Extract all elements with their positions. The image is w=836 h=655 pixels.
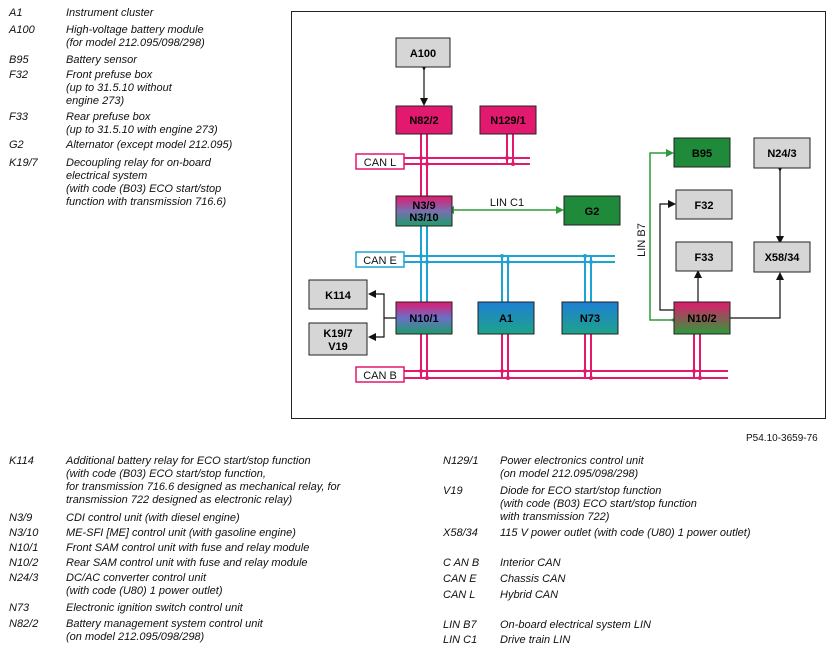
svg-text:F33: F33 (695, 252, 714, 264)
legend-description: Electronic ignition switch control unit (66, 602, 243, 614)
box-n3-9-n3-10: N3/9 N3/10 (395, 195, 453, 227)
svg-text:N24/3: N24/3 (767, 148, 796, 160)
legend-description: Battery sensor (66, 54, 137, 66)
box-n73: N73 (561, 301, 619, 335)
svg-text:CAN E: CAN E (363, 255, 397, 267)
network-diagram: CAN L CAN E CAN B LIN C1 LIN B7 A100 (291, 11, 826, 419)
legend-description: Additional battery relay for ECO start/s… (66, 455, 341, 506)
svg-text:X58/34: X58/34 (765, 252, 801, 264)
legend-code: N10/2 (9, 557, 39, 569)
legend-description: High-voltage battery module (for model 2… (66, 24, 205, 49)
k19-7-label: K19/7 (323, 328, 352, 340)
legend-code: N129/1 (443, 455, 479, 467)
svg-text:N10/1: N10/1 (409, 313, 438, 325)
box-x58-34: X58/34 (753, 241, 811, 273)
legend-description: Diode for ECO start/stop function (with … (500, 485, 697, 523)
legend-code: N73 (9, 602, 30, 614)
legend-code: N82/2 (9, 618, 39, 630)
figure-reference: P54.10-3659-76 (746, 433, 818, 444)
box-n129-1: N129/1 (479, 105, 537, 135)
legend-code: A100 (9, 24, 35, 36)
legend-description: Front SAM control unit with fuse and rel… (66, 542, 310, 554)
can-b-label: CAN B (355, 366, 405, 383)
box-n10-1: N10/1 (395, 301, 453, 335)
legend-code: K114 (9, 455, 34, 467)
legend-code: V19 (443, 485, 463, 497)
box-n24-3: N24/3 (753, 137, 811, 169)
can-l-bus (385, 134, 530, 198)
legend-code: F33 (9, 111, 28, 123)
legend-code: N24/3 (9, 572, 39, 584)
svg-text:LIN B7: LIN B7 (636, 223, 648, 257)
connectors (368, 63, 784, 341)
svg-text:N82/2: N82/2 (409, 115, 438, 127)
legend-description: Battery management system control unit (… (66, 618, 263, 643)
svg-text:A100: A100 (410, 48, 436, 60)
legend-description: CDI control unit (with diesel engine) (66, 512, 240, 524)
can-e-bus (385, 226, 615, 302)
legend-code: LIN C1 (443, 634, 478, 646)
svg-text:CAN L: CAN L (364, 157, 396, 169)
svg-text:B95: B95 (692, 148, 712, 160)
legend-code: CAN L (443, 589, 476, 601)
svg-text:N129/1: N129/1 (490, 115, 525, 127)
svg-text:LIN C1: LIN C1 (490, 197, 524, 209)
legend-description: Hybrid CAN (500, 589, 559, 601)
legend-description: Rear SAM control unit with fuse and rela… (66, 557, 308, 569)
legend-description: Interior CAN (500, 557, 561, 569)
legend-description: Decoupling relay for on-board electrical… (66, 157, 227, 208)
lin-b7-link: LIN B7 (636, 149, 678, 324)
svg-text:K114: K114 (325, 290, 352, 302)
legend-description: Drive train LIN (500, 634, 571, 646)
legend-code: CAN E (443, 573, 477, 585)
lin-c1-link: LIN C1 (446, 197, 564, 214)
can-e-label: CAN E (355, 251, 405, 268)
svg-text:CAN B: CAN B (363, 370, 397, 382)
legend-description: ME-SFI [ME] control unit (with gasoline … (66, 527, 296, 539)
legend-code: X58/34 (443, 527, 478, 539)
svg-text:G2: G2 (585, 206, 600, 218)
n3-10-label: N3/10 (409, 212, 438, 224)
legend-code: C AN B (443, 557, 480, 569)
legend-description: Power electronics control unit (on model… (500, 455, 644, 480)
legend-code: N3/10 (9, 527, 39, 539)
can-l-label: CAN L (355, 153, 405, 170)
v19-label: V19 (328, 341, 348, 353)
legend-description: On-board electrical system LIN (500, 619, 651, 631)
legend-code: N10/1 (9, 542, 39, 554)
legend-description: Instrument cluster (66, 7, 154, 19)
junction-dots (419, 156, 702, 380)
legend-code: N3/9 (9, 512, 33, 524)
legend-description: Rear prefuse box (up to 31.5.10 with eng… (66, 111, 218, 136)
legend-description: Alternator (except model 212.095) (66, 139, 233, 151)
can-b-bus (385, 334, 728, 379)
legend-description: Chassis CAN (500, 573, 566, 585)
legend-code: A1 (9, 7, 23, 19)
box-k19-7-v19: K19/7 V19 (308, 322, 368, 356)
n3-9-label: N3/9 (412, 200, 435, 212)
svg-text:A1: A1 (499, 313, 513, 325)
legend-description: DC/AC converter control unit (with code … (66, 572, 223, 597)
box-f32: F32 (675, 189, 733, 220)
box-b95: B95 (673, 137, 731, 168)
legend-code: B95 (9, 54, 29, 66)
legend-code: F32 (9, 69, 28, 81)
svg-text:F32: F32 (695, 200, 714, 212)
legend-code: LIN B7 (443, 619, 477, 631)
box-n10-2: N10/2 (673, 301, 731, 335)
box-n82-2: N82/2 (395, 105, 453, 135)
svg-text:N10/2: N10/2 (687, 313, 716, 325)
svg-text:N73: N73 (580, 313, 600, 325)
box-k114: K114 (308, 279, 368, 310)
legend-description: Front prefuse box (up to 31.5.10 without… (66, 69, 172, 107)
legend-code: G2 (9, 139, 24, 151)
box-a100: A100 (395, 37, 451, 68)
box-a1: A1 (477, 301, 535, 335)
box-f33: F33 (675, 241, 733, 272)
legend-description: 115 V power outlet (with code (U80) 1 po… (500, 527, 751, 539)
legend-code: K19/7 (9, 157, 38, 169)
box-g2: G2 (563, 195, 621, 226)
